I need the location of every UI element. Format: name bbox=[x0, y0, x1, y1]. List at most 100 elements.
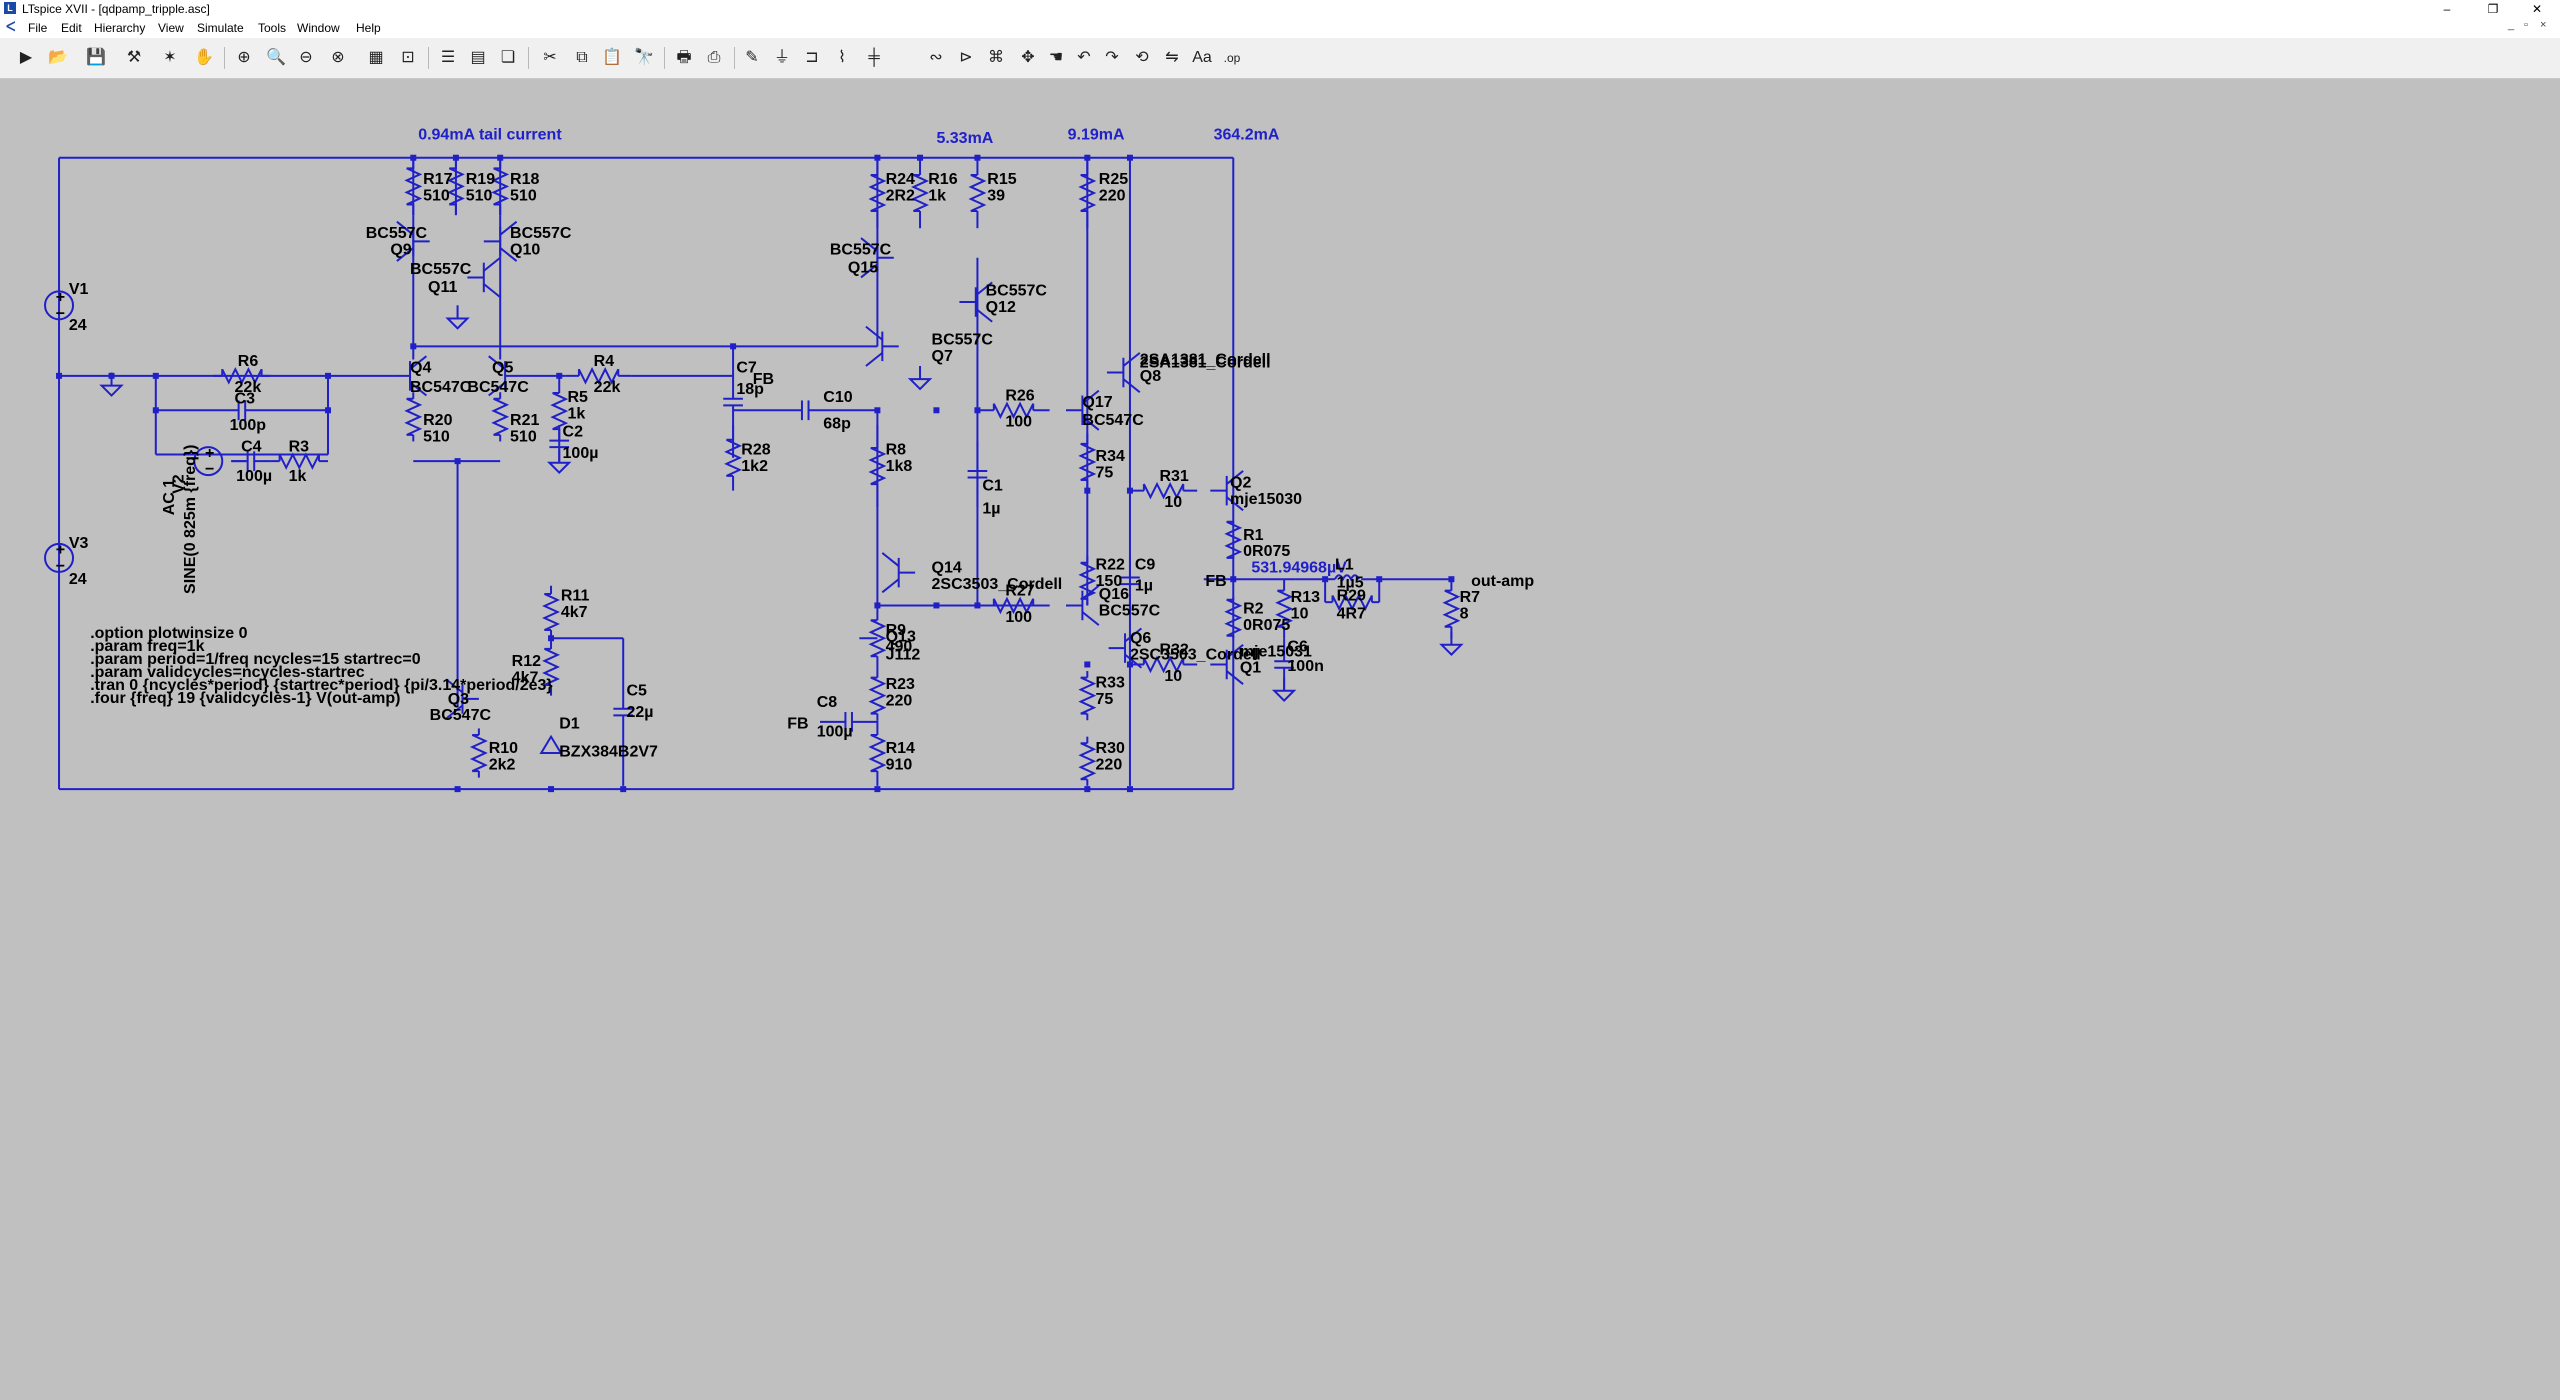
menu-view[interactable]: View bbox=[158, 21, 184, 35]
pan-icon[interactable]: ✋ bbox=[194, 49, 214, 66]
drag-icon[interactable]: ☚ bbox=[1048, 49, 1064, 66]
menu-tools[interactable]: Tools bbox=[258, 21, 287, 35]
document-icon[interactable]: ᐸ bbox=[6, 19, 16, 34]
ref-r34: R34 bbox=[1096, 448, 1125, 465]
resistor-r14 bbox=[868, 734, 887, 773]
junction bbox=[452, 154, 459, 161]
value-q7: BC557C bbox=[932, 332, 994, 349]
resistor-r21 bbox=[491, 397, 510, 436]
copy-icon[interactable]: ⧉ bbox=[576, 49, 588, 66]
tile-vertical-icon[interactable]: ▤ bbox=[470, 49, 486, 66]
value-r8: 1k8 bbox=[886, 458, 913, 475]
value-r28: 1k2 bbox=[741, 458, 768, 475]
close-button[interactable]: ✕ bbox=[2531, 2, 2543, 16]
junction bbox=[874, 602, 881, 609]
ground-icon[interactable]: ⏚ bbox=[773, 49, 790, 66]
fb-voltage-readout: 531.94968µV bbox=[1251, 560, 1347, 577]
menu-help[interactable]: Help bbox=[356, 21, 381, 35]
wire bbox=[881, 552, 900, 567]
autorange-icon[interactable]: ▦ bbox=[368, 49, 384, 66]
value-r3: 1k bbox=[289, 468, 307, 485]
value-r23: 220 bbox=[886, 692, 913, 709]
junction bbox=[325, 372, 331, 379]
paste-icon[interactable]: 📋 bbox=[602, 49, 622, 66]
wire bbox=[1226, 470, 1244, 485]
junction bbox=[556, 372, 563, 379]
cut-icon[interactable]: ✂ bbox=[543, 49, 557, 66]
value-q14: 2SC3503_Cordell bbox=[932, 576, 1063, 593]
wire bbox=[1081, 416, 1100, 431]
mdi-minimize-button[interactable]: _ bbox=[2508, 19, 2515, 31]
capacitor-icon[interactable]: ╪ bbox=[868, 49, 880, 66]
undo-icon[interactable]: ↶ bbox=[1077, 49, 1091, 66]
zoom-area-icon[interactable]: 🔍 bbox=[266, 49, 286, 66]
value-q12: BC557C bbox=[986, 282, 1048, 299]
open-icon[interactable]: 📂 bbox=[48, 49, 68, 66]
resistor-r22 bbox=[1078, 561, 1097, 600]
cascade-icon[interactable]: ❏ bbox=[500, 49, 516, 66]
menu-simulate[interactable]: Simulate bbox=[197, 21, 244, 35]
label-net-icon[interactable]: ⊐ bbox=[805, 49, 819, 66]
redo-icon[interactable]: ↷ bbox=[1105, 49, 1119, 66]
mirror-icon[interactable]: ⇋ bbox=[1165, 49, 1179, 66]
ref-r20: R20 bbox=[423, 412, 452, 429]
inductor-icon[interactable]: ∾ bbox=[929, 49, 943, 66]
save-icon[interactable]: 💾 bbox=[86, 49, 106, 66]
zoom-in-icon[interactable]: ⊕ bbox=[237, 49, 251, 66]
resistor-r16 bbox=[911, 173, 930, 213]
menu-hierarchy[interactable]: Hierarchy bbox=[94, 21, 146, 35]
resistor-r8 bbox=[868, 447, 887, 486]
wire bbox=[1081, 389, 1100, 405]
resistor-icon[interactable]: ⌇ bbox=[838, 49, 846, 66]
wire bbox=[445, 704, 464, 720]
tile-horizontal-icon[interactable]: ☰ bbox=[440, 49, 456, 66]
halt-icon[interactable]: ✶ bbox=[163, 49, 177, 66]
junction bbox=[548, 635, 555, 642]
menu-window[interactable]: Window bbox=[297, 21, 340, 35]
print-icon[interactable]: ⎙ bbox=[707, 49, 721, 66]
value-q10: BC557C bbox=[510, 225, 572, 242]
find-icon[interactable]: 🔭 bbox=[634, 49, 654, 66]
fit-icon[interactable]: ⊡ bbox=[401, 49, 415, 66]
spice-directive-icon[interactable]: .op bbox=[1223, 51, 1241, 65]
ltspice-app-icon[interactable]: L bbox=[4, 2, 16, 14]
junction bbox=[974, 154, 981, 161]
schematic[interactable]: +−V124+−V324R622kC3100p+−C4100µR31kV2AC … bbox=[0, 79, 2560, 1400]
wire bbox=[445, 678, 464, 694]
value-q11: BC557C bbox=[410, 261, 472, 278]
resistor-r17 bbox=[404, 167, 423, 206]
ref-c7: C7 bbox=[736, 360, 757, 377]
component-icon[interactable]: ⌘ bbox=[988, 49, 1004, 66]
value-c3: 100p bbox=[230, 417, 267, 434]
menu-edit[interactable]: Edit bbox=[61, 21, 82, 35]
junction bbox=[730, 343, 737, 350]
junction bbox=[933, 407, 940, 414]
control-panel-icon[interactable]: ⚒ bbox=[126, 49, 142, 66]
wire bbox=[409, 355, 428, 371]
current-annotation-3: 364.2mA bbox=[1214, 127, 1280, 144]
out-amp-label: out-amp bbox=[1471, 573, 1534, 590]
zoom-cancel-icon[interactable]: ⊗ bbox=[331, 49, 345, 66]
run-icon[interactable]: ▶ bbox=[19, 49, 33, 66]
zoom-out-icon[interactable]: ⊖ bbox=[299, 49, 313, 66]
draw-wire-icon[interactable]: ✎ bbox=[745, 49, 759, 66]
text-icon[interactable]: Aa bbox=[1192, 49, 1212, 66]
ref-r6: R6 bbox=[238, 353, 259, 370]
junction bbox=[548, 786, 555, 793]
print-setup-icon[interactable]: 🖶 bbox=[676, 49, 692, 66]
mdi-restore-button[interactable]: ▫ bbox=[2524, 19, 2528, 31]
value-r11: 4k7 bbox=[561, 604, 588, 621]
move-icon[interactable]: ✥ bbox=[1021, 49, 1035, 66]
junction bbox=[974, 407, 981, 414]
diode-icon[interactable]: ⊳ bbox=[959, 49, 973, 66]
mdi-close-button[interactable]: × bbox=[2540, 19, 2547, 31]
menu-bar: ᐸ File Edit Hierarchy View Simulate Tool… bbox=[0, 18, 2560, 38]
ref-q12: Q12 bbox=[986, 299, 1016, 316]
menu-file[interactable]: File bbox=[28, 21, 48, 35]
ref-r7: R7 bbox=[1460, 589, 1481, 606]
rotate-icon[interactable]: ⟲ bbox=[1135, 49, 1149, 66]
maximize-button[interactable]: ❐ bbox=[2487, 2, 2499, 16]
minimize-button[interactable]: – bbox=[2443, 2, 2451, 16]
value-r21: 510 bbox=[510, 428, 537, 445]
